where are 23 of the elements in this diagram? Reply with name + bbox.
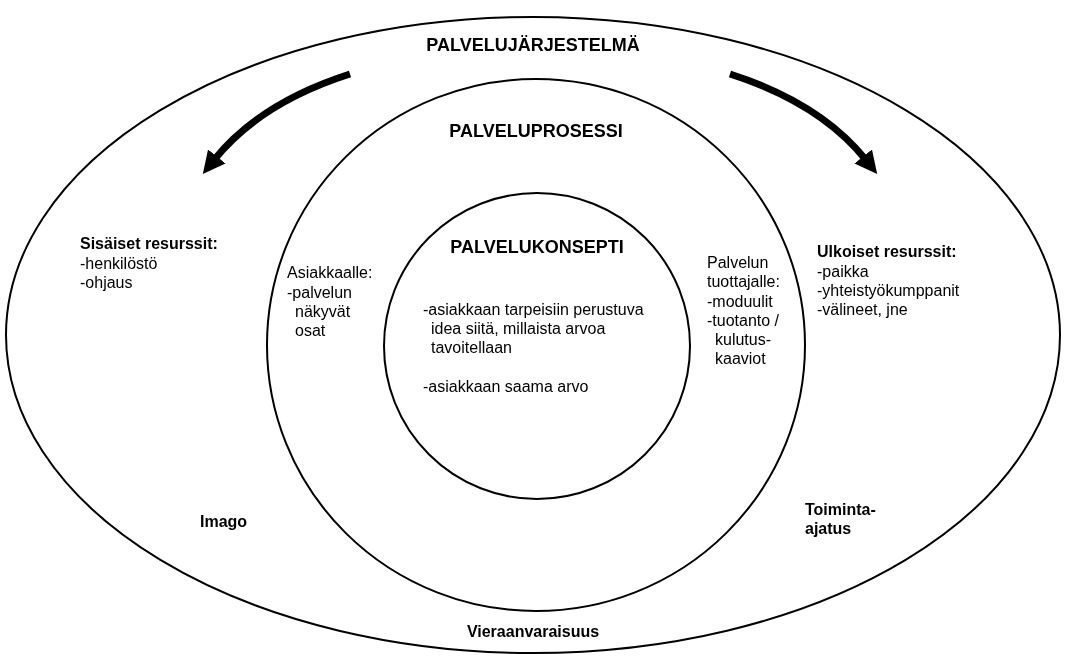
text-label: Imago [200,512,248,531]
concept-circle [383,192,691,500]
list-item: -moduulit [707,292,773,311]
list-item: -tuotanto / kulutus- kaaviot [707,311,781,368]
list-item: -välineet, jne [817,300,908,319]
list-item: -yhteistyökumppanit [817,281,960,300]
list-item: -ohjaus [80,273,133,292]
heading: PALVELUPROSESSI [448,122,624,141]
section-heading: Sisäiset resurssit: [80,234,218,253]
text-label: Vieraanvaraisuus [465,622,601,641]
section-heading: Ulkoiset resurssit: [817,242,957,261]
section-heading: Palvelun tuottajalle: [707,253,781,291]
section-heading: Asiakkaalle: [287,263,373,282]
list-item: -henkilöstö [80,254,158,273]
list-item: -paikka [817,262,869,281]
heading: PALVELUKONSEPTI [449,238,625,257]
process-circle [266,78,806,612]
system-ellipse [5,16,1061,654]
heading: PALVELUJÄRJESTELMÄ [425,36,641,55]
list-item: -asiakkaan tarpeisiin perustuva idea siitä, millaista arvoa tavoitellaan [423,300,645,357]
list-item: -palvelun näkyvät osat [287,283,353,340]
list-item: -asiakkaan saama arvo [423,377,589,396]
text-label: Toiminta- ajatus [805,500,877,538]
